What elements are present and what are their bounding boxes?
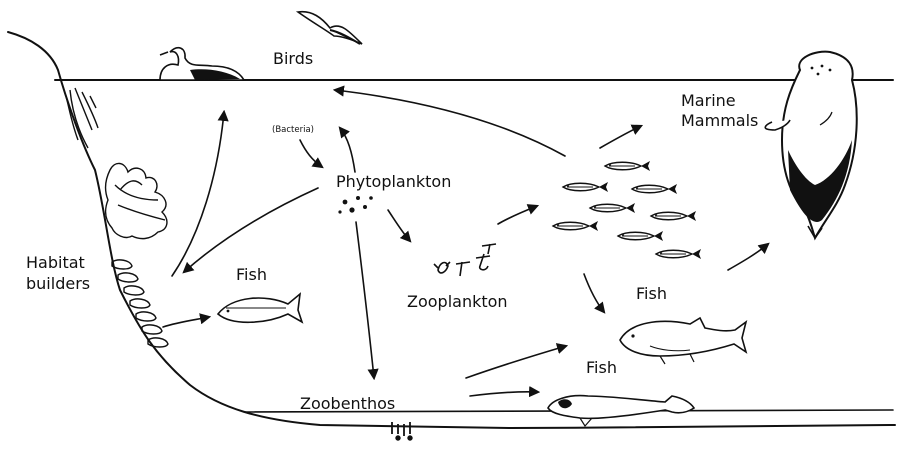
shallow-fish-icon (218, 294, 302, 322)
label-phytoplankton: Phytoplankton (336, 172, 451, 191)
arrow-zoobenthos-to-bottom-fish (470, 392, 538, 396)
arrow-habitat-to-surface (172, 112, 224, 276)
label-habitat-line2: builders (26, 274, 90, 293)
label-fish-deep: Fish (586, 358, 617, 377)
phytoplankton-icon (338, 196, 372, 214)
arrow-fish-school-to-mid-fish (584, 274, 604, 312)
arrow-fish-school-to-mammals (600, 126, 641, 148)
label-zooplankton: Zooplankton (407, 292, 508, 311)
label-marine-line2: Mammals (681, 111, 758, 130)
label-birds: Birds (273, 49, 313, 68)
arrow-fish-to-mammals (728, 244, 768, 270)
arrow-bacteria-to-phyto (300, 140, 322, 167)
mid-fish-icon (620, 318, 746, 364)
flying-bird-icon (298, 12, 362, 44)
habitat-builders-icon (66, 88, 168, 347)
label-bacteria: (Bacteria) (272, 125, 314, 135)
label-marine-line1: Marine (681, 91, 736, 110)
label-habitat-line1: Habitat (26, 253, 85, 272)
arrow-zooplankton-to-fish-school (498, 206, 537, 224)
arrow-phyto-to-zoobenthos (356, 222, 374, 378)
zooplankton-icon (434, 244, 496, 276)
label-fish-shallow: Fish (236, 265, 267, 284)
arrow-zoobenthos-to-fish (466, 346, 566, 378)
arrow-habitat-to-shallow-fish (163, 317, 209, 327)
zoobenthos-icon (392, 422, 412, 440)
fish-school-icon (553, 161, 701, 259)
shoreline-outline (8, 32, 895, 428)
arrow-fish-school-to-birds (335, 90, 565, 156)
label-zoobenthos: Zoobenthos (300, 394, 395, 413)
arrow-phyto-to-bacteria (340, 128, 355, 172)
label-fish-mid: Fish (636, 284, 667, 303)
arrow-phyto-to-habitat (184, 188, 318, 272)
swimming-bird-icon (160, 48, 244, 80)
arrow-phyto-to-zooplankton (388, 210, 410, 241)
bottom-fish-icon (548, 396, 694, 426)
